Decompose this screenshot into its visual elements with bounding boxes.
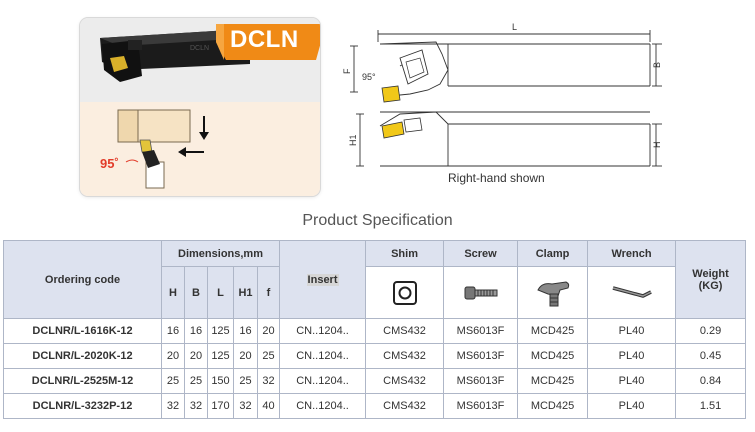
table-row: DCLNR/L-2020K-12 20 20 125 20 25 CN..120…: [3, 343, 747, 369]
dim-B-cell: 25: [184, 368, 208, 394]
dim-H1-cell: 32: [233, 393, 258, 419]
clamp-cell: MCD425: [517, 393, 589, 419]
dim-H1-cell: 20: [233, 343, 258, 369]
dim-label-angle: 95°: [362, 72, 376, 82]
dim-label-F: F: [342, 68, 352, 74]
col-dim-H: H: [161, 266, 185, 319]
screw-cell: MS6013F: [443, 368, 519, 394]
weight-cell: 1.51: [675, 393, 747, 419]
svg-text:DCLN: DCLN: [190, 45, 209, 52]
dim-B-cell: 20: [184, 343, 208, 369]
insert-cell: CN..1204..: [279, 318, 367, 344]
ordering-code-cell: DCLNR/L-2020K-12: [3, 343, 162, 369]
table-row: DCLNR/L-2525M-12 25 25 150 25 32 CN..120…: [3, 368, 747, 394]
dim-H-cell: 32: [161, 393, 185, 419]
dim-L-cell: 150: [207, 368, 234, 394]
weight-label: Weight: [692, 267, 729, 280]
col-clamp: Clamp: [517, 240, 589, 267]
dim-H-cell: 25: [161, 368, 185, 394]
col-dim-f: f: [256, 266, 281, 319]
spec-table: Ordering code Dimensions,mm Insert Shim …: [3, 240, 747, 419]
dim-f-cell: 20: [256, 318, 281, 344]
insert-header-text: Insert: [306, 273, 339, 286]
dim-L-cell: 170: [207, 393, 234, 419]
cutting-diagram: [117, 109, 209, 189]
hex-key-wrench-icon: [612, 285, 652, 298]
col-shim: Shim: [365, 240, 445, 267]
clamp-cell: MCD425: [517, 318, 589, 344]
dim-f-cell: 40: [256, 393, 281, 419]
screw-cell: MS6013F: [443, 343, 519, 369]
dim-label-H: H: [652, 142, 662, 149]
clamp-icon-cell: [517, 266, 589, 319]
col-screw: Screw: [443, 240, 519, 267]
insert-cell: CN..1204..: [279, 368, 367, 394]
dim-label-H1: H1: [348, 134, 358, 146]
badge-shape: [216, 24, 320, 60]
wrench-cell: PL40: [587, 318, 677, 344]
dim-B-cell: 32: [184, 393, 208, 419]
clamp-icon: [536, 280, 569, 306]
insert-cell: CN..1204..: [279, 343, 367, 369]
weight-unit: (KG): [698, 279, 723, 292]
spec-title: Product Specification: [302, 212, 453, 229]
clamp-cell: MCD425: [517, 368, 589, 394]
screw-cell: MS6013F: [443, 318, 519, 344]
col-dim-L: L: [207, 266, 234, 319]
shim-cell: CMS432: [365, 343, 445, 369]
table-row: DCLNR/L-3232P-12 32 32 170 32 40 CN..120…: [3, 393, 747, 419]
dim-L-cell: 125: [207, 318, 234, 344]
col-dim-H1: H1: [233, 266, 258, 319]
dim-label-B: B: [652, 62, 662, 68]
wrench-cell: PL40: [587, 368, 677, 394]
screw-icon: [464, 286, 498, 299]
table-row: DCLNR/L-1616K-12 16 16 125 16 20 CN..120…: [3, 318, 747, 344]
col-wrench: Wrench: [587, 240, 677, 267]
screw-icon-cell: [443, 266, 519, 319]
dim-f-cell: 25: [256, 343, 281, 369]
dim-H1-cell: 25: [233, 368, 258, 394]
weight-cell: 0.45: [675, 343, 747, 369]
dim-H-cell: 20: [161, 343, 185, 369]
ordering-code-cell: DCLNR/L-3232P-12: [3, 393, 162, 419]
insert-cell: CN..1204..: [279, 393, 367, 419]
dim-B-cell: 16: [184, 318, 208, 344]
wrench-cell: PL40: [587, 343, 677, 369]
screw-cell: MS6013F: [443, 393, 519, 419]
shim-cell: CMS432: [365, 318, 445, 344]
square-shim-icon: [392, 280, 417, 305]
wrench-cell: PL40: [587, 393, 677, 419]
col-insert: Insert: [279, 240, 367, 319]
tool-holder-photo: DCLN: [100, 30, 250, 82]
col-dimensions: Dimensions,mm: [160, 240, 281, 267]
ordering-code-cell: DCLNR/L-2525M-12: [3, 368, 162, 394]
technical-drawing: L B F 95° H1 H: [342, 22, 662, 167]
dim-L-cell: 125: [207, 343, 234, 369]
dim-f-cell: 32: [256, 368, 281, 394]
angle-label: 95˚: [100, 156, 119, 171]
weight-cell: 0.84: [675, 368, 747, 394]
ordering-code-cell: DCLNR/L-1616K-12: [3, 318, 162, 344]
clamp-cell: MCD425: [517, 343, 589, 369]
weight-cell: 0.29: [675, 318, 747, 344]
drawing-caption: Right-hand shown: [448, 171, 545, 185]
col-dim-B: B: [184, 266, 208, 319]
product-badge: DCLN: [230, 26, 299, 53]
product-image-card: DCLN 95˚ DCLN: [80, 18, 320, 196]
shim-cell: CMS432: [365, 368, 445, 394]
dim-H1-cell: 16: [233, 318, 258, 344]
wrench-icon-cell: [587, 266, 677, 319]
shim-icon-cell: [365, 266, 445, 319]
dim-H-cell: 16: [161, 318, 185, 344]
col-weight: Weight (KG): [675, 240, 747, 319]
cutting-diagram-area: 95˚: [80, 102, 320, 196]
shim-cell: CMS432: [365, 393, 445, 419]
col-ordering-code: Ordering code: [3, 240, 162, 319]
dim-label-L: L: [512, 22, 517, 32]
